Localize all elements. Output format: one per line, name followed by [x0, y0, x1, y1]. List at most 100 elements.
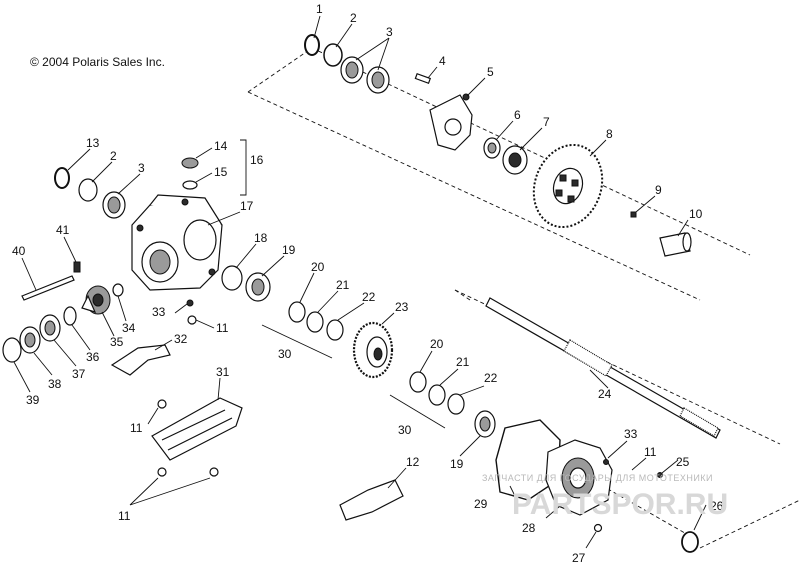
callout-30: 30 [278, 347, 292, 361]
callout-31: 31 [216, 365, 230, 379]
callout-34: 34 [122, 321, 136, 335]
shim [326, 319, 344, 341]
bolt [157, 467, 167, 477]
callout-36: 36 [86, 350, 100, 364]
seal [681, 531, 699, 553]
watermark-logo: PARTSPOR.RU [512, 488, 728, 521]
callout-3b: 3 [138, 161, 145, 175]
callout-19: 19 [282, 243, 296, 257]
snap-ring [304, 34, 320, 56]
callout-35: 35 [110, 335, 124, 349]
callout-25: 25 [676, 455, 690, 469]
callout-38: 38 [48, 377, 62, 391]
callout-32: 32 [174, 332, 188, 346]
callout-6: 6 [514, 108, 521, 122]
copyright-notice: © 2004 Polaris Sales Inc. [30, 55, 165, 69]
pinion-gear [81, 283, 124, 315]
screw [657, 472, 663, 478]
o-ring [63, 306, 77, 326]
callout-10: 10 [689, 207, 703, 221]
callout-14: 14 [214, 139, 228, 153]
bolt [157, 399, 167, 409]
callout-2: 2 [350, 11, 357, 25]
callout-11b: 11 [130, 421, 143, 435]
brake-disc [532, 143, 604, 229]
watermark-text: ЗАПЧАСТИ ДЛЯ ГОСУДАРЫ ДЛЯ МОТОТЕХНИКИ [482, 473, 713, 483]
callout-1: 1 [316, 2, 323, 16]
callout-37: 37 [72, 367, 86, 381]
callout-8: 8 [606, 127, 613, 141]
callout-19b: 19 [450, 457, 464, 471]
bearing [340, 56, 390, 94]
bolt [630, 211, 637, 218]
callout-11d: 11 [644, 445, 657, 459]
callout-4: 4 [439, 54, 446, 68]
callout-33: 33 [152, 305, 166, 319]
callout-numbers: 1 2 3 4 5 6 7 8 9 10 13 2 3 14 15 16 17 … [12, 2, 724, 565]
key [414, 72, 432, 84]
callout-11: 11 [216, 321, 229, 335]
parts-layer [2, 34, 721, 553]
callout-21b: 21 [456, 355, 470, 369]
screw [603, 459, 609, 465]
leader-lines [13, 15, 707, 549]
drive-shaft [485, 297, 721, 439]
vent-cap [181, 157, 199, 169]
seal [221, 265, 243, 291]
callout-30b: 30 [398, 423, 412, 437]
callout-20: 20 [311, 260, 325, 274]
ring-gear [352, 321, 394, 379]
callout-2b: 2 [110, 149, 117, 163]
shim [306, 311, 324, 333]
screw [186, 299, 194, 307]
callout-17: 17 [240, 199, 254, 213]
bolt [187, 315, 197, 325]
callout-15: 15 [214, 165, 228, 179]
callout-11c: 11 [118, 509, 131, 523]
callout-22: 22 [362, 290, 376, 304]
guard [339, 479, 404, 521]
callout-26: 26 [710, 499, 724, 513]
gearcase-cover [545, 439, 613, 516]
callout-18: 18 [254, 231, 268, 245]
callout-21: 21 [336, 278, 350, 292]
shim [409, 371, 427, 393]
cover-gasket [495, 419, 561, 501]
seal [2, 337, 22, 363]
callout-28: 28 [522, 521, 536, 535]
skid-plate [151, 397, 243, 461]
callout-23: 23 [395, 300, 409, 314]
bolt [593, 523, 603, 533]
snap-ring [54, 167, 70, 189]
callout-27: 27 [572, 551, 586, 565]
watermark: ЗАПЧАСТИ ДЛЯ ГОСУДАРЫ ДЛЯ МОТОТЕХНИКИ PA… [482, 473, 728, 521]
o-ring [323, 43, 343, 67]
o-ring [78, 178, 98, 202]
callout-29: 29 [474, 497, 488, 511]
callout-20b: 20 [430, 337, 444, 351]
callout-5: 5 [487, 65, 494, 79]
gasket [182, 180, 198, 190]
callout-39: 39 [26, 393, 40, 407]
callout-9: 9 [655, 183, 662, 197]
shim [288, 301, 306, 323]
callout-16: 16 [250, 153, 264, 167]
callout-7: 7 [543, 115, 550, 129]
callout-40: 40 [12, 244, 26, 258]
long-pin [21, 275, 75, 301]
pin [73, 261, 81, 273]
bolt [209, 467, 219, 477]
shim [428, 384, 446, 406]
callout-41: 41 [56, 223, 70, 237]
shim [447, 393, 465, 415]
gearcase-housing [131, 194, 223, 291]
retainer-clip [110, 344, 171, 376]
sleeve [659, 232, 692, 257]
callout-13: 13 [86, 136, 100, 150]
callout-12: 12 [406, 455, 420, 469]
callout-3: 3 [386, 25, 393, 39]
callout-33b: 33 [624, 427, 638, 441]
callout-22b: 22 [484, 371, 498, 385]
